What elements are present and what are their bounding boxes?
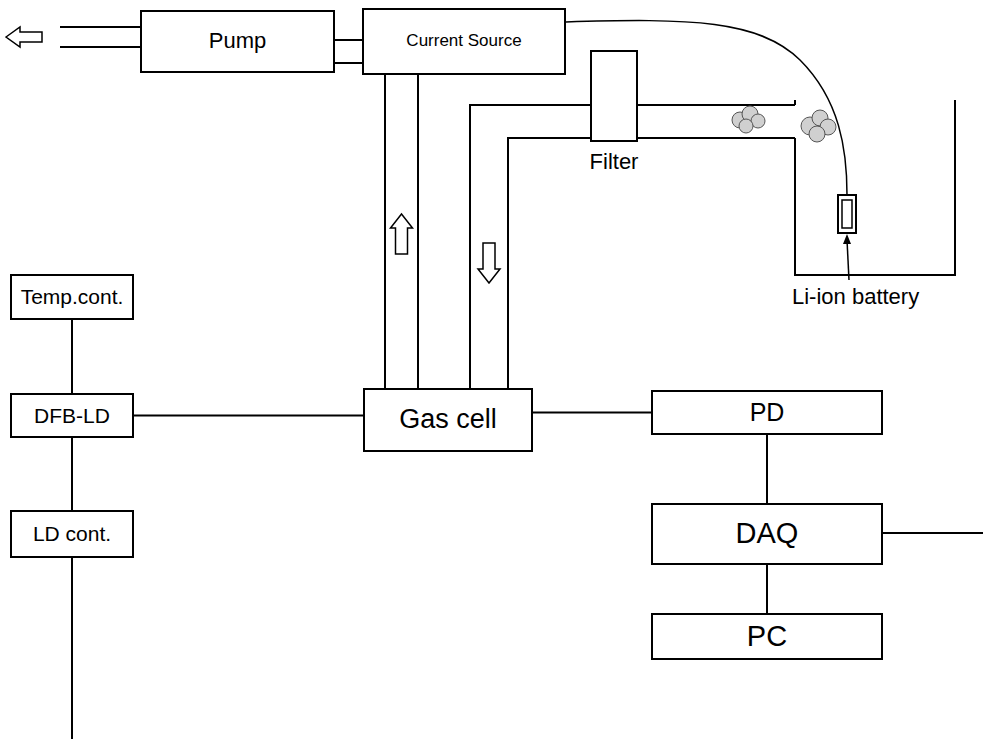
box-label: DFB-LD (34, 404, 110, 427)
box-label: DAQ (736, 518, 799, 550)
controller-box: LD cont. (10, 510, 134, 558)
connector (72, 438, 73, 510)
outflow-arrow (6, 27, 42, 47)
daq-box: DAQ (651, 503, 883, 565)
box-label: PD (750, 399, 785, 427)
smoke-puff (732, 106, 765, 133)
connector (134, 415, 363, 416)
sample-tube (638, 104, 795, 106)
box-label: Current Source (406, 32, 521, 51)
signal-wire (883, 532, 983, 534)
connector (335, 40, 418, 388)
sample-tube (638, 137, 795, 139)
connector (470, 105, 590, 388)
box-label: LD cont. (33, 522, 111, 545)
connector (767, 435, 768, 503)
pump-box: Pump (140, 10, 335, 73)
smoke-puff (801, 110, 836, 142)
gas-cell-box: Gas cell (363, 388, 533, 452)
connector (533, 412, 651, 413)
connector (72, 320, 73, 393)
part-label: Filter (590, 150, 639, 174)
part-label: Li-ion battery (792, 285, 919, 309)
pc-box: PC (651, 613, 883, 660)
filter-box: Filter (590, 50, 638, 142)
box-label: Temp.cont. (21, 285, 124, 308)
power-wire (566, 21, 847, 195)
exhaust-pipe (60, 46, 140, 48)
chamber-wall (795, 100, 955, 275)
box-label: Pump (209, 29, 266, 53)
exhaust-pipe (60, 26, 140, 28)
connector (767, 565, 768, 613)
battery-cell (842, 200, 852, 228)
box-label: Gas cell (399, 405, 497, 435)
box-label: PC (747, 621, 787, 653)
leader-arrowhead (843, 234, 851, 244)
controller-box: Temp.cont. (10, 274, 134, 320)
source-box: Current Source (362, 8, 566, 75)
control-wire (71, 558, 73, 739)
battery-cell (838, 195, 856, 233)
leader-line (847, 240, 849, 280)
detector-box: PD (651, 390, 883, 435)
laser-box: DFB-LD (10, 393, 134, 438)
